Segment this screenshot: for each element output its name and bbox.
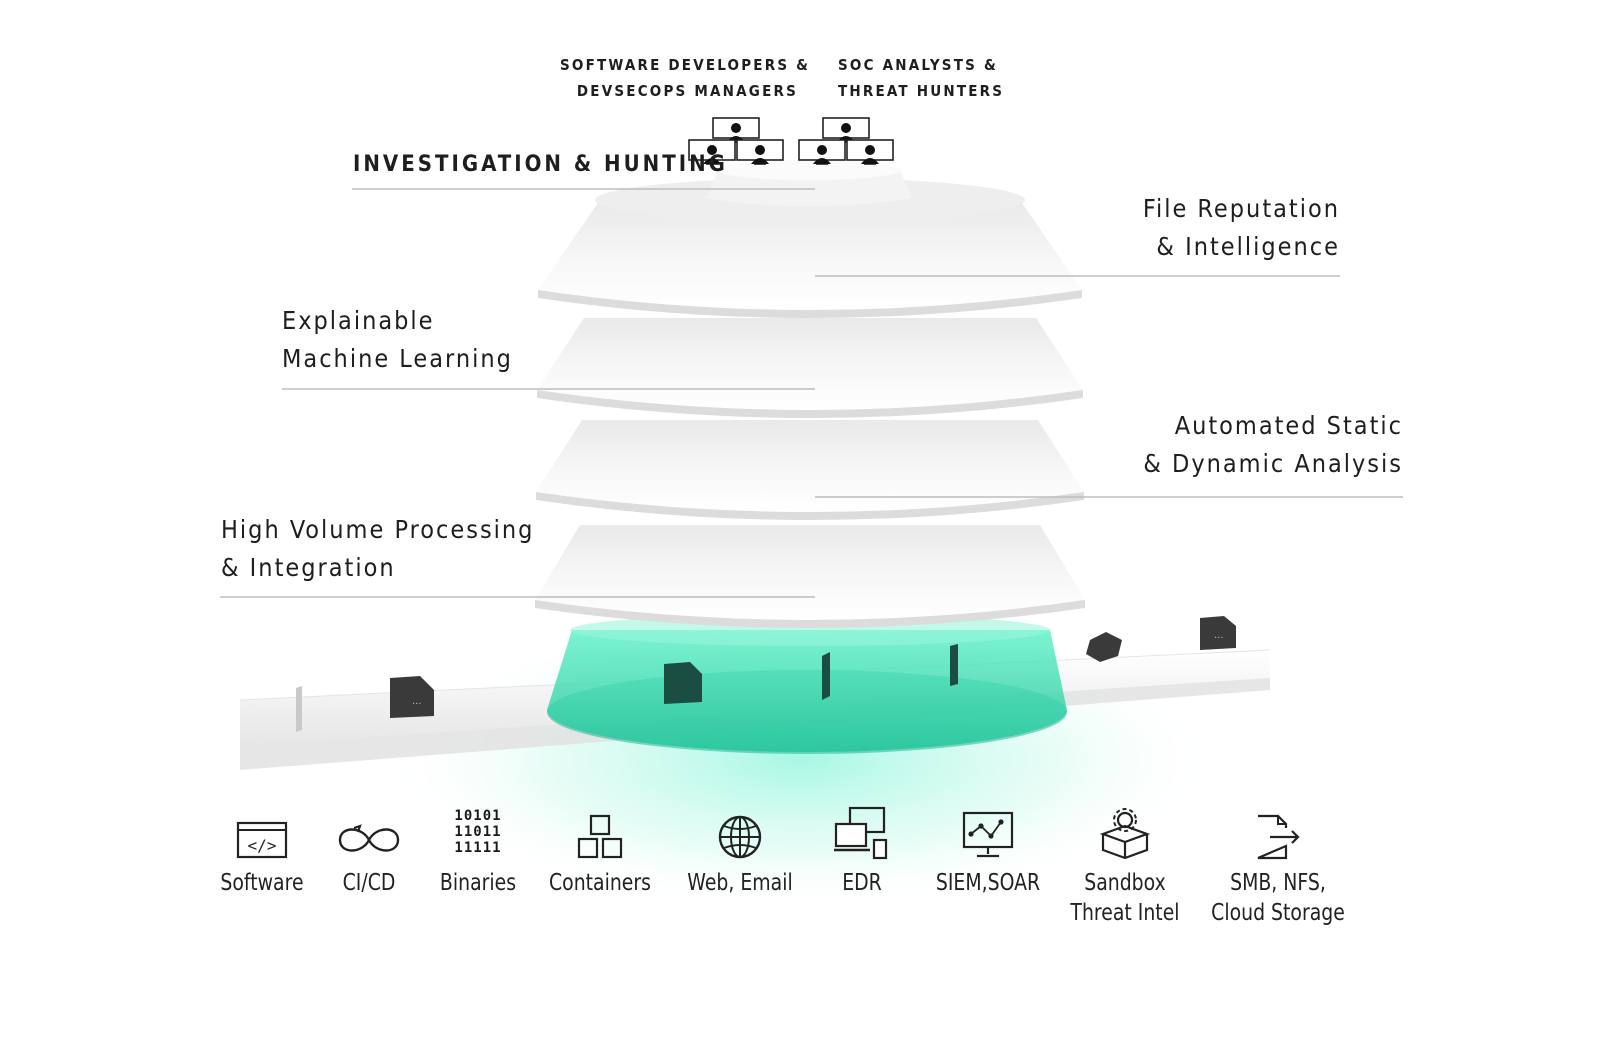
workstation-user-icon xyxy=(822,117,870,143)
svg-text:</>: </> xyxy=(248,836,277,855)
label-high-volume-line2: & Integration xyxy=(221,553,396,582)
binary-digit-row: 10101 xyxy=(454,808,502,824)
label-file-reputation-line2: & Intelligence xyxy=(1156,232,1340,261)
source-label-line1: SMB, NFS, xyxy=(1230,870,1326,896)
label-file-reputation: File Reputation & Intelligence xyxy=(1040,190,1340,266)
code-window-icon: </> xyxy=(236,820,288,865)
source-label: SMB, NFS, Cloud Storage xyxy=(1196,868,1360,928)
svg-text:...: ... xyxy=(1214,630,1224,641)
source-label: CI/CD xyxy=(287,868,451,898)
label-investigation-hunting: INVESTIGATION & HUNTING xyxy=(353,152,728,177)
gear-box-icon xyxy=(1099,806,1151,865)
source-label-line1: Sandbox xyxy=(1084,870,1166,896)
binary-digit-row: 11011 xyxy=(454,824,502,840)
source-label: EDR xyxy=(780,868,944,898)
source-label-line1: Containers xyxy=(548,870,651,896)
devices-icon xyxy=(834,806,890,865)
workstation-user-icon xyxy=(846,139,894,165)
globe-icon xyxy=(717,814,763,865)
audience-soc-line2: THREAT HUNTERS xyxy=(838,82,1005,100)
leader-lines xyxy=(220,188,1403,598)
source-label-line1: Web, Email xyxy=(687,870,793,896)
label-explainable-ml-line1: Explainable xyxy=(282,306,435,335)
label-explainable-ml-line2: Machine Learning xyxy=(282,344,513,373)
label-file-reputation-line1: File Reputation xyxy=(1142,194,1340,223)
binary-digit-row: 11111 xyxy=(454,840,502,856)
source-label-line2: Threat Intel xyxy=(1070,900,1180,926)
source-label-line1: SIEM,SOAR xyxy=(935,870,1041,896)
file-blocks: ... ... xyxy=(296,616,1236,732)
analysis-layers xyxy=(535,160,1085,628)
source-label: Web, Email xyxy=(658,868,822,898)
file-export-icon xyxy=(1254,814,1302,865)
layer-explainable-ml xyxy=(537,318,1083,418)
source-label: SIEM,SOAR xyxy=(906,868,1070,898)
source-label-line1: Software xyxy=(220,870,304,896)
source-label: Containers xyxy=(518,868,682,898)
audience-developers-line1: SOFTWARE DEVELOPERS & xyxy=(560,56,811,74)
workstation-user-icon xyxy=(712,117,760,143)
audience-developers-line2: DEVSECOPS MANAGERS xyxy=(576,82,798,100)
workstation-user-icon xyxy=(688,139,736,165)
label-static-dynamic: Automated Static & Dynamic Analysis xyxy=(1093,407,1403,483)
svg-text:...: ... xyxy=(412,696,422,707)
workstation-user-icon xyxy=(736,139,784,165)
source-label-line1: Binaries xyxy=(439,870,517,896)
audience-developers: SOFTWARE DEVELOPERS & DEVSECOPS MANAGERS xyxy=(560,52,811,104)
label-static-dynamic-line1: Automated Static xyxy=(1174,411,1403,440)
stacked-boxes-icon xyxy=(577,814,623,865)
layer-static-dynamic xyxy=(536,420,1084,520)
layer-high-volume xyxy=(535,525,1085,628)
source-label: Software xyxy=(180,868,344,898)
label-explainable-ml: Explainable Machine Learning xyxy=(282,302,513,378)
user-workstations xyxy=(688,117,894,165)
monitor-graph-icon xyxy=(961,810,1015,865)
teal-scan-base xyxy=(547,614,1067,754)
label-high-volume: High Volume Processing & Integration xyxy=(221,511,534,587)
workstation-user-icon xyxy=(798,139,846,165)
audience-soc-line1: SOC ANALYSTS & xyxy=(838,56,998,74)
source-label-line2: Cloud Storage xyxy=(1211,900,1345,926)
source-label-line1: CI/CD xyxy=(342,870,396,896)
label-high-volume-line1: High Volume Processing xyxy=(221,515,535,544)
label-static-dynamic-line2: & Dynamic Analysis xyxy=(1143,449,1403,478)
layer-investigation xyxy=(706,160,912,207)
source-label-line1: EDR xyxy=(842,870,882,896)
source-label: Binaries xyxy=(396,868,560,898)
infinity-loop-icon xyxy=(334,820,404,865)
audience-soc: SOC ANALYSTS & THREAT HUNTERS xyxy=(838,52,1038,104)
